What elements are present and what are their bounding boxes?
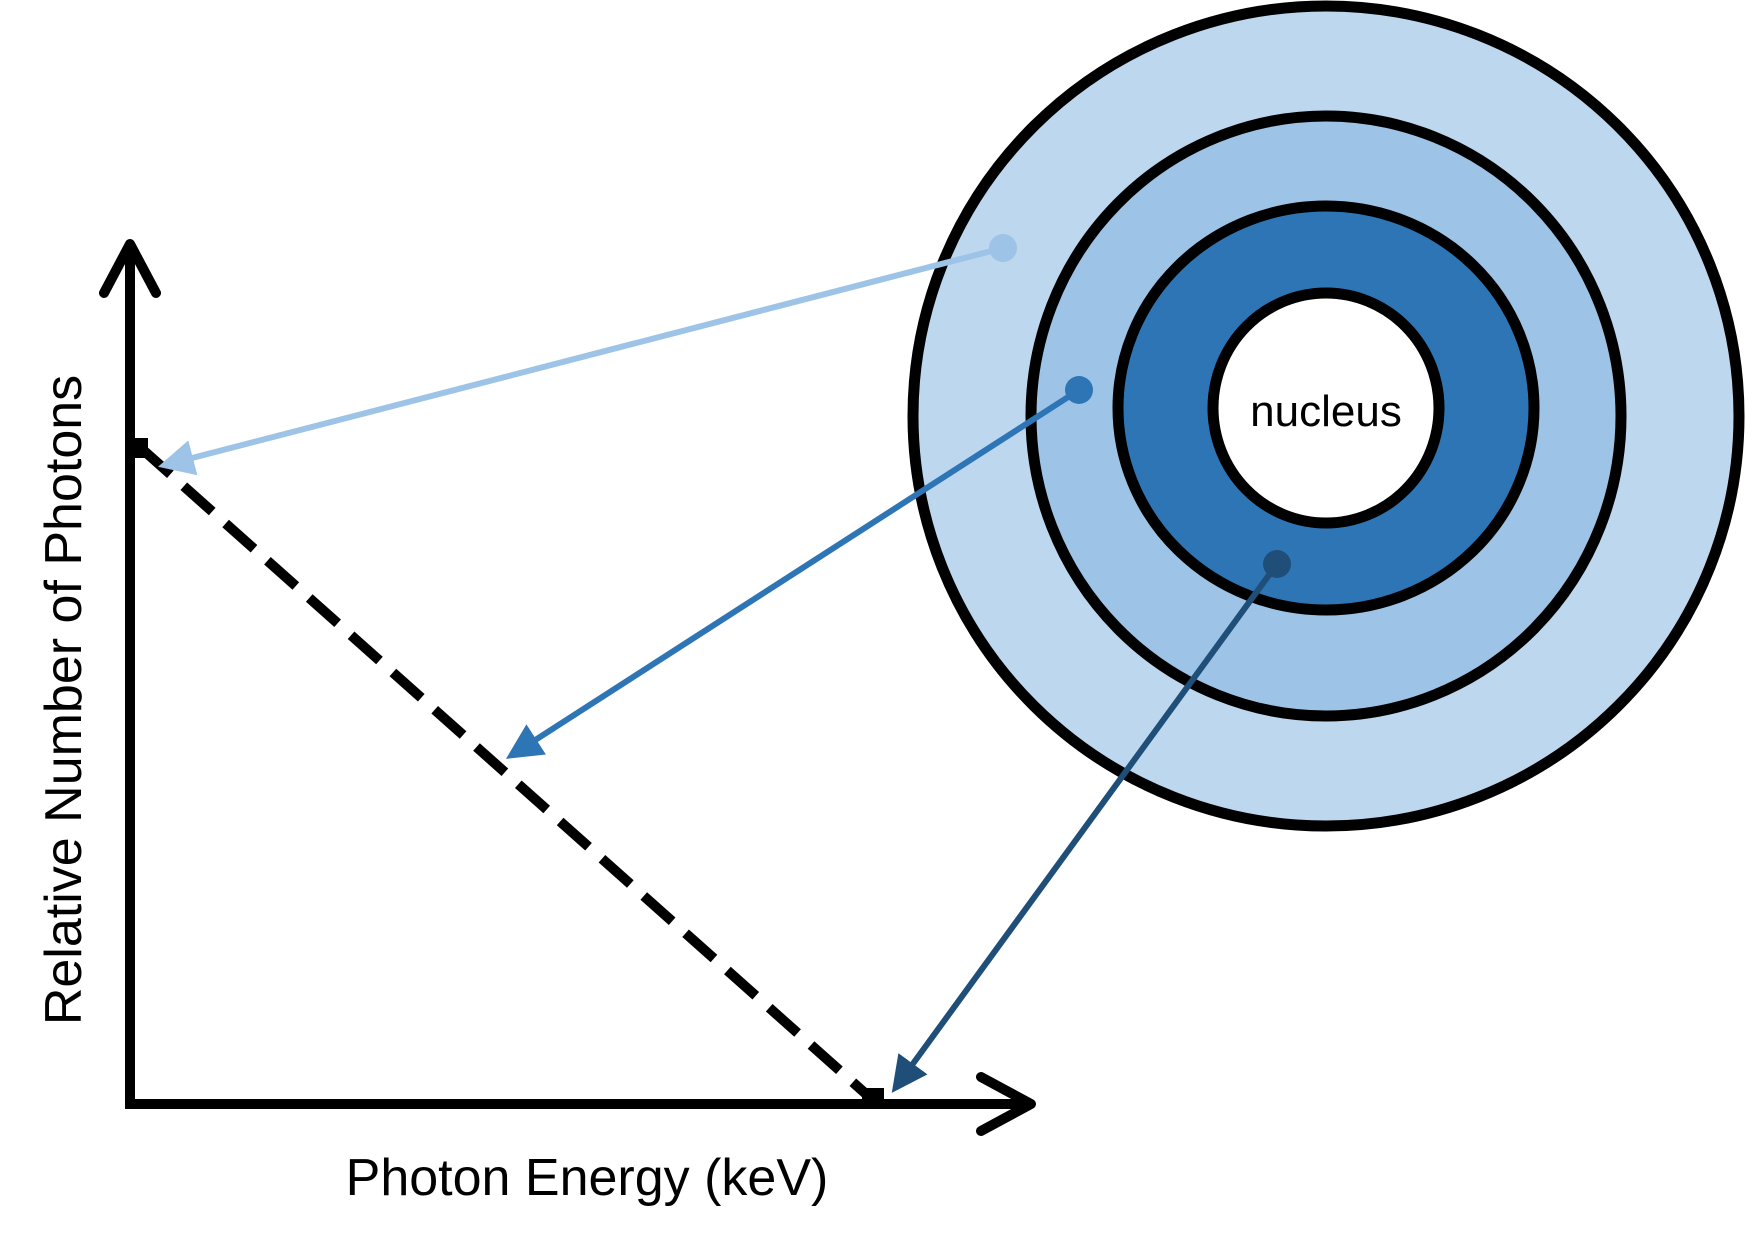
spectrum-start-marker bbox=[128, 438, 148, 458]
electron-paths bbox=[158, 234, 1291, 1093]
spectrum bbox=[128, 438, 884, 1108]
y-axis-title: Relative Number of Photons bbox=[35, 375, 93, 1025]
nucleus bbox=[1207, 287, 1445, 529]
x-axis-title: Photon Energy (keV) bbox=[346, 1149, 829, 1207]
middle-electron-dot bbox=[1065, 376, 1093, 404]
spectrum-end-marker bbox=[862, 1088, 884, 1108]
inner-electron-arrow bbox=[891, 562, 1280, 1093]
graph-axes bbox=[99, 239, 1036, 1136]
middle-electron-arrow bbox=[505, 387, 1081, 759]
outer-electron-arrow bbox=[158, 245, 1004, 476]
inner-electron-dot bbox=[1263, 550, 1291, 578]
nucleus-label: nucleus bbox=[1250, 387, 1402, 436]
x-axis-arrowhead bbox=[976, 1072, 1036, 1136]
outer-electron-dot bbox=[989, 234, 1017, 262]
atom: nucleus bbox=[907, 0, 1745, 832]
y-axis-arrowhead bbox=[99, 239, 161, 298]
spectrum-dashed-line bbox=[138, 445, 879, 1106]
